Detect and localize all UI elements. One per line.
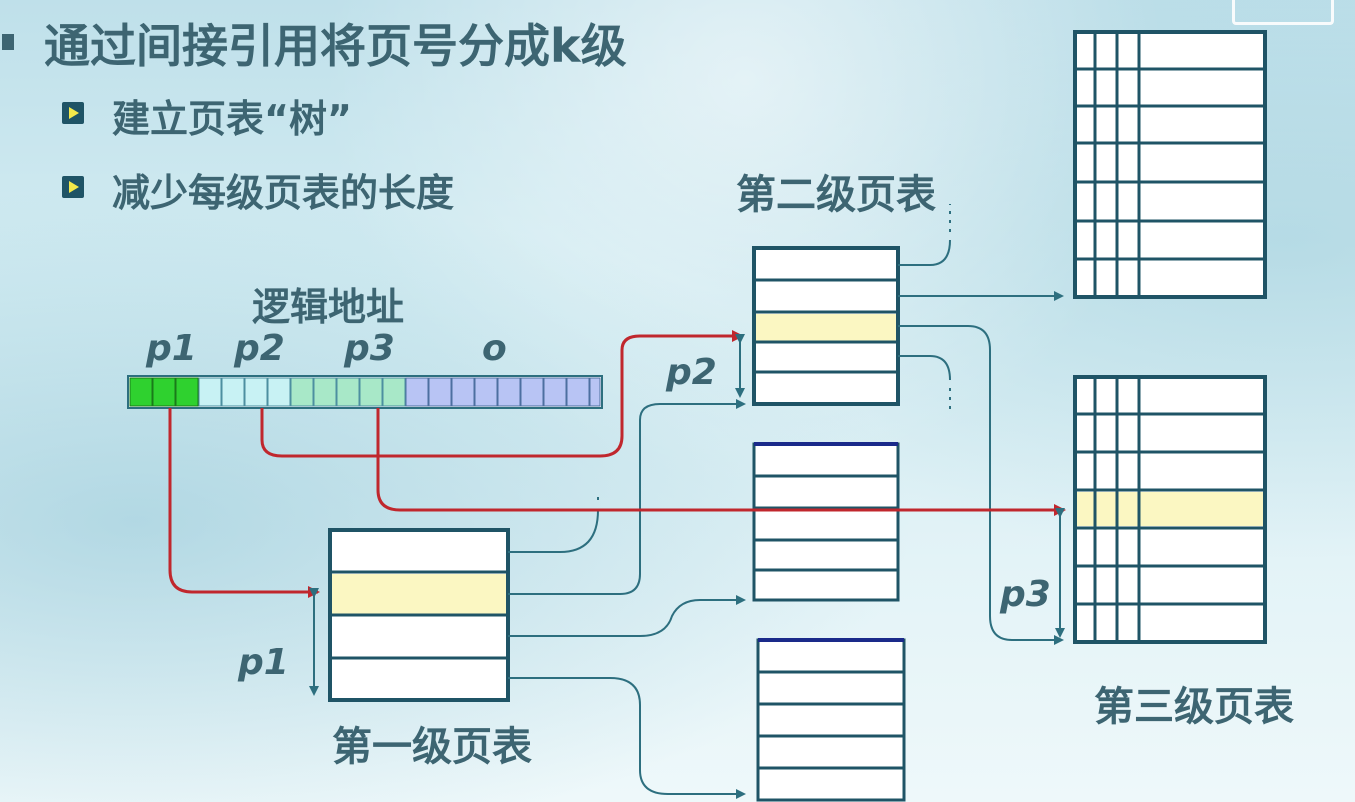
field-p2-label: p2	[234, 328, 285, 369]
offset-brackets	[309, 334, 1065, 696]
index-arrows	[168, 330, 1066, 598]
index-p2-label: p2	[666, 352, 717, 393]
level3-page-table-1	[1073, 30, 1267, 299]
level2-page-table-3	[756, 638, 906, 802]
level2-page-table-2	[752, 442, 900, 602]
slide-title: 通过间接引用将页号分成k级	[44, 19, 627, 73]
level1-table-label: 第一级页表	[332, 724, 532, 770]
index-p3-label: p3	[1000, 574, 1051, 615]
bullet-square-icon	[2, 34, 14, 50]
logical-address-label: 逻辑地址	[252, 285, 405, 329]
level2-page-table-main	[752, 246, 900, 406]
level3-table-label: 第三级页表	[1094, 684, 1294, 730]
level2-table-label: 第二级页表	[736, 172, 936, 218]
logical-address-bar	[127, 375, 603, 409]
bullet-text-2: 减少每级页表的长度	[112, 171, 455, 215]
level3-page-table-2	[1073, 375, 1267, 644]
bullet-arrow-icon	[62, 176, 84, 198]
level2-pointers	[898, 204, 1064, 645]
index-p1-label: p1	[238, 642, 289, 683]
field-p3-label: p3	[344, 328, 395, 369]
bullet-arrow-icon	[62, 102, 84, 124]
logo-icon	[1232, 0, 1334, 25]
level1-page-table	[328, 528, 510, 702]
field-o-label: o	[482, 328, 507, 369]
field-p1-label: p1	[146, 328, 197, 369]
level1-pointers	[508, 399, 746, 799]
bullet-text-1: 建立页表“树”	[112, 97, 352, 141]
